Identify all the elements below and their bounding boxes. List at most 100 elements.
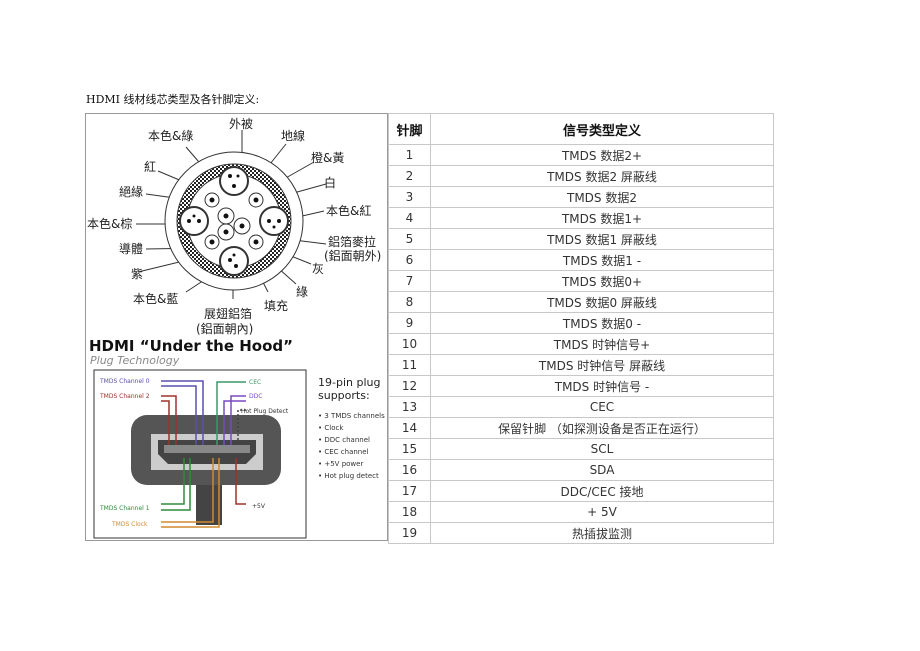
label-outer-jacket: 外被 [229,117,253,131]
label-orange-yellow: 橙&黃 [311,150,344,165]
signal-definition: DDC/CEC 接地 [430,480,774,502]
pin-number: 9 [388,312,431,334]
supports-list: • 3 TMDS channels • Clock • DDC channel … [318,412,385,480]
wire-pairs [179,166,289,276]
signal-definition: TMDS 数据2 屏蔽线 [430,165,774,187]
label-conductor: 導體 [119,242,143,256]
supports-item: • Clock [318,424,344,432]
hood-title: HDMI “Under the Hood” [89,337,293,355]
document-heading: HDMI 线材线芯类型及各针脚定义: [86,93,260,106]
table-row: 18+ 5V [388,501,774,523]
pin-number: 11 [388,354,431,376]
label-natural-brown: 本色&棕 [87,216,132,231]
signal-definition: SCL [430,438,774,460]
label-hot-plug-detect: Hot Plug Detect [241,408,289,415]
hdmi-plug-diagram: HDMI “Under the Hood” Plug Technology TM… [89,337,385,539]
table-header-row: 针脚 信号类型定义 [388,113,774,145]
pin-number: 12 [388,375,431,397]
signal-definition: + 5V [430,501,774,523]
signal-definition: 保留针脚 （如探测设备是否正在运行） [430,417,774,439]
label-cec: CEC [249,379,261,386]
label-ddc: DDC [249,393,262,400]
label-foil: 展翅鋁箔 [204,306,252,321]
signal-definition: TMDS 数据2+ [430,144,774,166]
signal-definition: TMDS 时钟信号 屏蔽线 [430,354,774,376]
label-natural-green: 本色&綠 [148,129,193,143]
wires [161,380,246,528]
pin-number: 14 [388,417,431,439]
label-tmds-clock: TMDS Clock [111,521,148,528]
label-gray: 灰 [312,262,324,276]
pin-number: 5 [388,228,431,250]
supports-item: • 3 TMDS channels [318,412,385,420]
signal-definition: TMDS 数据0 屏蔽线 [430,291,774,313]
hood-subtitle: Plug Technology [90,354,180,367]
pin-number: 13 [388,396,431,418]
label-red: 紅 [144,160,156,174]
label-green: 綠 [296,285,308,299]
pin-number: 15 [388,438,431,460]
pin-number: 7 [388,270,431,292]
signal-definition: TMDS 数据0 - [430,312,774,334]
signal-definition: 热插拔监测 [430,522,774,544]
pin-number: 16 [388,459,431,481]
label-filler: 填充 [264,298,288,313]
pin-number: 8 [388,291,431,313]
label-5v: +5V [252,503,266,510]
signal-definition: CEC [430,396,774,418]
label-insulation: 絕緣 [119,185,143,199]
label-natural-red: 本色&紅 [326,204,371,218]
conductors [187,174,281,268]
label-natural-blue: 本色&藍 [133,292,178,306]
pin-number: 18 [388,501,431,523]
supports-title-line-2: supports: [318,389,370,402]
supports-title-line-1: 19-pin plug [318,376,380,389]
pin-number: 6 [388,249,431,271]
label-tmds-channel-0: TMDS Channel 0 [99,378,150,385]
pin-number: 1 [388,144,431,166]
signal-definition: TMDS 数据1+ [430,207,774,229]
pin-number: 4 [388,207,431,229]
pin-number: 19 [388,522,431,544]
supports-item: • +5V power [318,460,363,468]
signal-definition: TMDS 时钟信号 - [430,375,774,397]
label-purple: 紫 [131,267,143,281]
signal-definition: TMDS 数据1 - [430,249,774,271]
label-foil-note: (鋁面朝內) [196,322,253,336]
supports-item: • DDC channel [318,436,370,444]
label-white: 白 [324,175,336,190]
pin-number: 10 [388,333,431,355]
signal-definition: SDA [430,459,774,481]
signal-definition: TMDS 时钟信号+ [430,333,774,355]
cable-cross-section-diagram: 外被 本色&綠 地線 紅 橙&黃 白 絕緣 本色&紅 本色&棕 鋁箔麥拉 (鋁面… [87,117,381,336]
supports-item: • Hot plug detect [318,472,379,480]
label-foil-mylar-note: (鋁面朝外) [324,249,381,263]
signal-definition: TMDS 数据2 [430,186,774,208]
hdmi-figure: 外被 本色&綠 地線 紅 橙&黃 白 絕緣 本色&紅 本色&棕 鋁箔麥拉 (鋁面… [85,113,388,541]
label-ground: 地線 [281,128,305,143]
header-signal-type: 信号类型定义 [430,113,774,145]
label-foil-mylar: 鋁箔麥拉 [328,234,376,249]
pin-number: 2 [388,165,431,187]
signal-definition: TMDS 数据0+ [430,270,774,292]
pin-number: 17 [388,480,431,502]
signal-definition: TMDS 数据1 屏蔽线 [430,228,774,250]
